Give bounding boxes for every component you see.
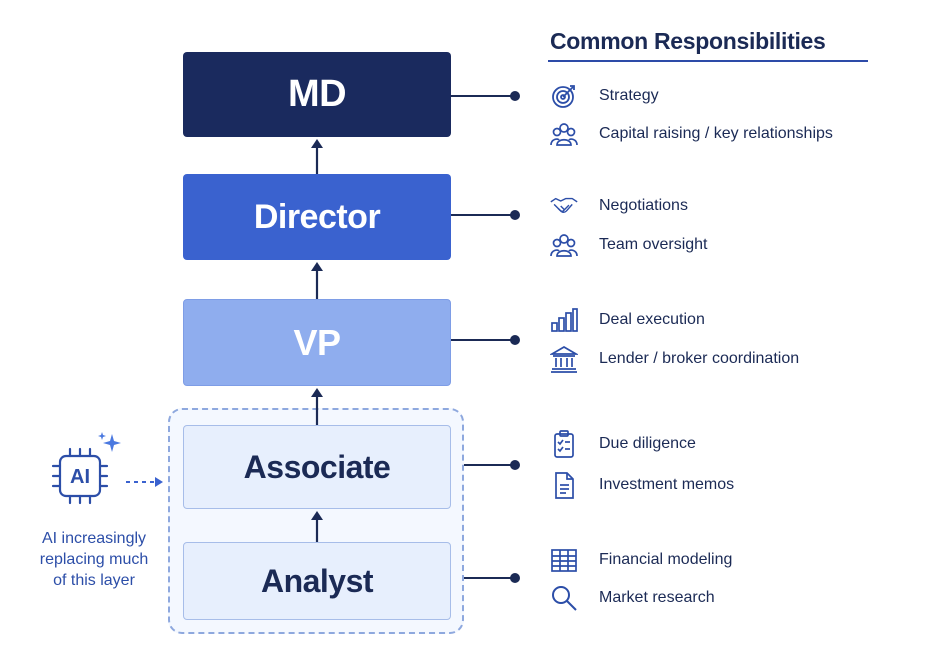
role-box-analyst: Analyst bbox=[183, 542, 451, 620]
role-label-md: MD bbox=[287, 73, 347, 115]
ai-caption-line-2: replacing much bbox=[39, 551, 149, 568]
resp-text: Financial modeling bbox=[599, 551, 733, 568]
resp-text: Deal execution bbox=[599, 311, 705, 328]
target-icon bbox=[550, 82, 578, 110]
role-label-director: Director bbox=[253, 197, 381, 236]
resp-text: Due diligence bbox=[599, 435, 696, 452]
resp-item-investment-memos: Investment memos bbox=[550, 471, 734, 499]
role-label-associate: Associate bbox=[243, 448, 391, 485]
ai-caption-line-3: of this layer bbox=[53, 572, 135, 589]
ai-chip-icon bbox=[51, 432, 121, 505]
role-label-analyst: Analyst bbox=[260, 562, 374, 599]
ai-caption-line-1: AI increasingly bbox=[41, 530, 147, 547]
resp-item-deal-execution: Deal execution bbox=[550, 306, 705, 334]
handshake-icon bbox=[550, 192, 578, 220]
role-box-md: MD bbox=[183, 52, 451, 137]
sparkle-icon bbox=[98, 432, 121, 452]
bar-chart-icon bbox=[550, 306, 578, 334]
resp-text: Strategy bbox=[599, 87, 659, 104]
resp-text: Negotiations bbox=[599, 197, 688, 214]
resp-text: Market research bbox=[599, 589, 715, 606]
document-icon bbox=[550, 471, 578, 499]
spreadsheet-icon bbox=[550, 546, 578, 574]
resp-item-strategy: Strategy bbox=[550, 82, 659, 110]
resp-text: Capital raising / key relationships bbox=[599, 125, 833, 142]
ai-caption: AI increasingly replacing much of this l… bbox=[28, 528, 160, 591]
resp-item-team-oversight: Team oversight bbox=[550, 231, 708, 259]
role-box-vp: VP bbox=[183, 299, 451, 386]
role-label-vp: VP bbox=[293, 321, 341, 363]
resp-item-capital-raising: Capital raising / key relationships bbox=[550, 120, 833, 148]
bank-icon bbox=[550, 345, 578, 373]
clipboard-checklist-icon bbox=[550, 430, 578, 458]
resp-item-financial-modeling: Financial modeling bbox=[550, 546, 732, 574]
header-divider bbox=[548, 60, 868, 62]
responsibilities-header: Common Responsibilities bbox=[550, 28, 826, 54]
resp-item-lender-coordination: Lender / broker coordination bbox=[550, 345, 799, 373]
resp-text: Lender / broker coordination bbox=[599, 350, 800, 367]
role-box-associate: Associate bbox=[183, 425, 451, 509]
resp-item-market-research: Market research bbox=[550, 584, 715, 612]
resp-text: Team oversight bbox=[599, 236, 708, 253]
magnifier-icon bbox=[550, 584, 578, 612]
resp-item-due-diligence: Due diligence bbox=[550, 430, 696, 458]
people-icon bbox=[550, 231, 578, 259]
resp-item-negotiations: Negotiations bbox=[550, 192, 688, 220]
people-icon bbox=[550, 120, 578, 148]
role-box-director: Director bbox=[183, 174, 451, 260]
resp-text: Investment memos bbox=[599, 476, 735, 493]
ai-chip-label: AI bbox=[70, 466, 90, 488]
